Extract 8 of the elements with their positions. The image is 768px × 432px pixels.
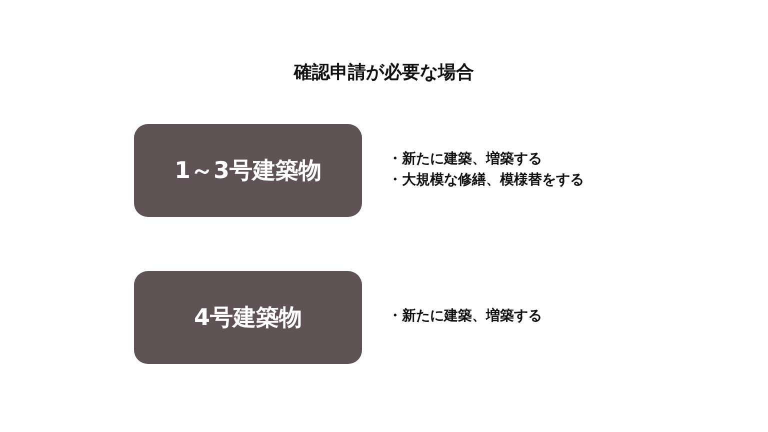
rounded-box: [134, 271, 362, 364]
bullet-text: ・新たに建築、増築する: [388, 307, 542, 325]
bullet-text: ・大規模な修繕、模様替をする: [388, 170, 584, 188]
diagram-title: 確認申請が必要な場合: [294, 62, 474, 83]
box-label: 4号建築物: [194, 304, 302, 333]
rounded-box: [134, 124, 362, 217]
bullet-text: ・新たに建築、増築する: [388, 150, 543, 168]
box-label: 1～3号建築物: [174, 157, 322, 186]
